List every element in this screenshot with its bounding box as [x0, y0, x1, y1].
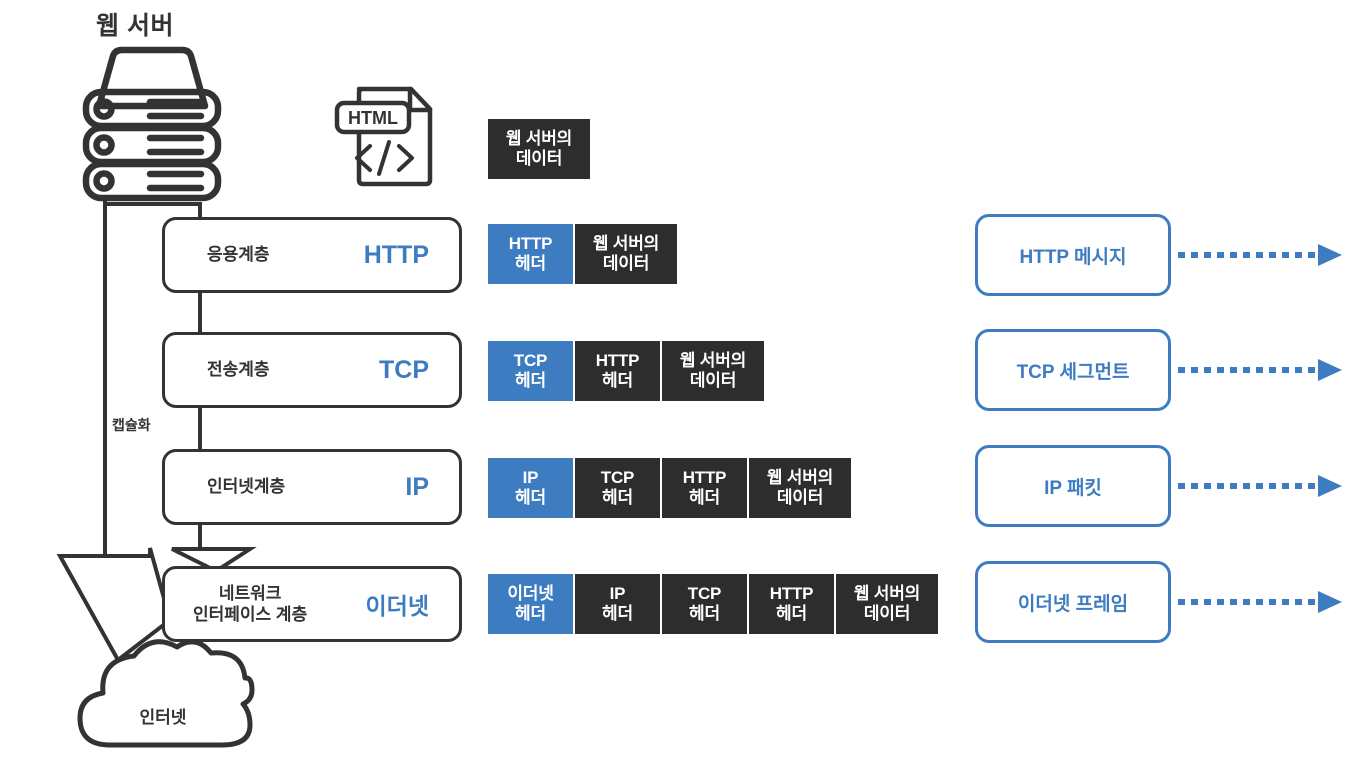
- pdu-block-http-1: 웹 서버의 데이터: [575, 224, 677, 284]
- flow-arrowhead-to-internet: [56, 547, 173, 663]
- html-file-icon: [334, 86, 433, 187]
- pdu-block-ip-3: 웹 서버의 데이터: [749, 458, 851, 518]
- pdu-block-ip-2: HTTP 헤더: [662, 458, 747, 518]
- layer-name-application: 응용계층: [207, 245, 270, 265]
- layer-name-network-interface: 네트워크 인터페이스 계층: [193, 583, 308, 624]
- pdu-block-eth-1: IP 헤더: [575, 574, 660, 634]
- pdu-block-eth-3: HTTP 헤더: [749, 574, 834, 634]
- pdu-row-raw-data: 웹 서버의 데이터: [488, 119, 590, 179]
- dotted-arrowhead-ip: [1318, 475, 1342, 497]
- layer-name-internet: 인터넷계층: [207, 477, 286, 497]
- html-badge-text: HTML: [348, 108, 398, 128]
- flow-line-top-bridge: [105, 202, 202, 217]
- pdu-name-ethernet-frame[interactable]: 이더넷 프레임: [975, 561, 1171, 643]
- dotted-arrowhead-http: [1318, 244, 1342, 266]
- pdu-block-eth-2: TCP 헤더: [662, 574, 747, 634]
- pdu-block-ip-0: IP 헤더: [488, 458, 573, 518]
- pdu-name-ip-packet[interactable]: IP 패킷: [975, 445, 1171, 527]
- layer-box-transport[interactable]: 전송계층 TCP: [162, 332, 462, 408]
- cloud-icon: [77, 639, 255, 748]
- pdu-block-raw-0: 웹 서버의 데이터: [488, 119, 590, 179]
- layer-box-network-interface[interactable]: 네트워크 인터페이스 계층 이더넷: [162, 566, 462, 642]
- pdu-name-http-message[interactable]: HTTP 메시지: [975, 214, 1171, 296]
- layer-box-internet[interactable]: 인터넷계층 IP: [162, 449, 462, 525]
- cloud-label: 인터넷: [140, 708, 187, 727]
- page-title: 웹 서버: [96, 12, 174, 40]
- pdu-block-tcp-1: HTTP 헤더: [575, 341, 660, 401]
- pdu-block-ip-1: TCP 헤더: [575, 458, 660, 518]
- dotted-arrowhead-eth: [1318, 591, 1342, 613]
- pdu-name-tcp-segment[interactable]: TCP 세그먼트: [975, 329, 1171, 411]
- pdu-block-eth-4: 웹 서버의 데이터: [836, 574, 938, 634]
- pdu-block-tcp-0: TCP 헤더: [488, 341, 573, 401]
- pdu-block-eth-0: 이더넷 헤더: [488, 574, 573, 634]
- encapsulation-label: 캡슐화: [112, 417, 151, 433]
- layer-protocol-transport: TCP: [379, 355, 429, 384]
- layer-protocol-network-interface: 이더넷: [365, 593, 429, 619]
- layer-protocol-internet: IP: [405, 472, 429, 501]
- layer-name-transport: 전송계층: [207, 360, 270, 380]
- layer-protocol-application: HTTP: [363, 240, 429, 269]
- server-stack-icon: [82, 46, 222, 202]
- layer-box-application[interactable]: 응용계층 HTTP: [162, 217, 462, 293]
- dotted-arrowhead-tcp: [1318, 359, 1342, 381]
- pdu-block-tcp-2: 웹 서버의 데이터: [662, 341, 764, 401]
- pdu-block-http-0: HTTP 헤더: [488, 224, 573, 284]
